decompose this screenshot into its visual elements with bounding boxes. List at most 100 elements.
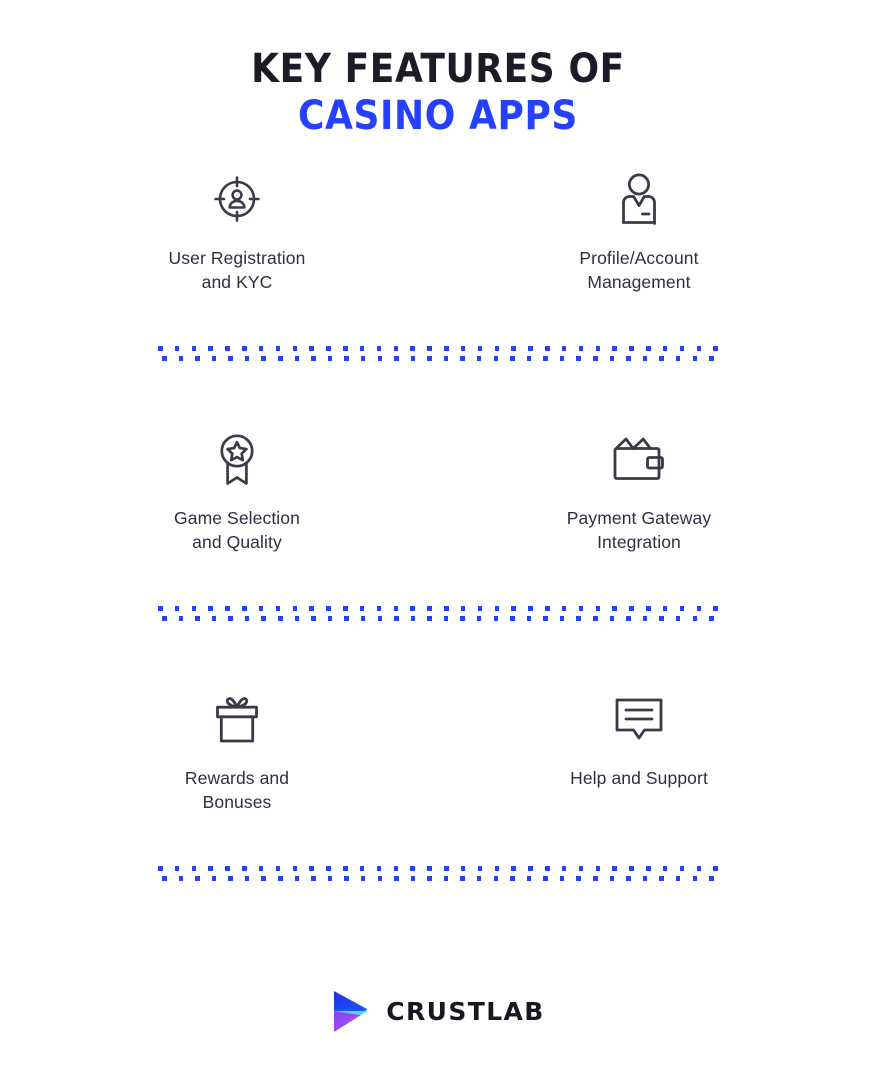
divider-dot: [477, 346, 483, 351]
divider-dot: [327, 876, 333, 881]
divider-dot: [593, 876, 598, 881]
divider-dot: [208, 346, 213, 351]
divider-dot: [696, 346, 701, 351]
divider-dot: [460, 346, 466, 351]
divider-dot: [662, 606, 668, 611]
divider-dot: [393, 346, 399, 351]
divider-dot: [343, 606, 348, 611]
divider-dot: [244, 356, 250, 361]
divider-dot: [609, 616, 615, 621]
divider-dot: [394, 616, 399, 621]
divider-dot: [460, 606, 466, 611]
speech-bubble-icon: [613, 686, 665, 752]
divider-dot: [609, 356, 615, 361]
divider-dot: [511, 346, 516, 351]
divider-dot: [393, 866, 399, 871]
divider-dot: [646, 606, 651, 611]
divider-dot: [326, 866, 331, 871]
divider-dot: [343, 346, 348, 351]
row-spacer: [0, 360, 876, 426]
divider-dot: [242, 346, 247, 351]
divider-dot: [646, 866, 651, 871]
divider-dot: [228, 876, 233, 881]
divider-dot: [158, 866, 163, 871]
divider-dot: [178, 876, 184, 881]
divider-dot: [258, 866, 264, 871]
divider-dot: [612, 606, 617, 611]
divider-dot: [626, 616, 631, 621]
divider-dot: [311, 616, 316, 621]
divider-dot: [595, 346, 601, 351]
divider-dot: [278, 876, 283, 881]
divider-dot: [427, 876, 432, 881]
divider-dot: [595, 866, 601, 871]
divider-dot: [327, 616, 333, 621]
divider-dot: [376, 606, 382, 611]
divider-dot: [377, 876, 383, 881]
divider-dot: [675, 876, 681, 881]
divider-dot: [326, 346, 331, 351]
row-spacer: [0, 554, 876, 606]
divider-dot: [593, 356, 598, 361]
dot-row: [158, 356, 718, 361]
divider-dot: [191, 606, 197, 611]
feature-row: Rewards and Bonuses Help and Support: [0, 686, 876, 814]
divider-dot: [443, 876, 449, 881]
divider-dot: [394, 356, 399, 361]
divider-dot: [626, 876, 631, 881]
divider-dot: [242, 606, 247, 611]
divider-dot: [576, 356, 581, 361]
divider-dot: [510, 356, 515, 361]
divider-dot: [162, 876, 167, 881]
feature-label: User Registration and KYC: [168, 248, 306, 293]
divider-dot: [543, 616, 548, 621]
divider-dot: [275, 866, 281, 871]
dot-row: [158, 866, 718, 871]
divider-dot: [360, 616, 366, 621]
divider-dot: [191, 866, 197, 871]
divider-dot: [211, 356, 217, 361]
divider-dot: [195, 616, 200, 621]
divider-dot: [444, 866, 449, 871]
divider-dot: [211, 876, 217, 881]
wallet-icon: [611, 426, 667, 492]
profile-person-badge-icon: [615, 166, 663, 232]
divider-dot: [311, 876, 316, 881]
divider-dot: [278, 356, 283, 361]
divider-dot: [679, 866, 685, 871]
divider-dot: [642, 356, 648, 361]
divider-dot: [709, 356, 714, 361]
dot-row: [158, 606, 718, 611]
feature-label: Game Selection and Quality: [174, 508, 300, 553]
feature-label: Payment Gateway Integration: [566, 508, 712, 553]
divider-dot: [494, 606, 500, 611]
divider-dot: [692, 876, 697, 881]
divider-dot: [494, 866, 500, 871]
divider-dot: [646, 346, 651, 351]
dotted-divider: [158, 866, 718, 881]
divider-dot: [261, 616, 266, 621]
divider-dot: [178, 616, 184, 621]
feature-row: Game Selection and Quality Payment Gatew…: [0, 426, 876, 554]
divider-dot: [493, 876, 499, 881]
divider-dot: [244, 616, 250, 621]
feature-label: Rewards and Bonuses: [184, 768, 290, 813]
gift-box-icon: [211, 686, 263, 752]
divider-dot: [659, 356, 664, 361]
divider-dot: [609, 876, 615, 881]
divider-dot: [292, 866, 298, 871]
divider-dot: [443, 356, 449, 361]
dot-row: [158, 616, 718, 621]
dot-row: [158, 346, 718, 351]
divider-dot: [360, 356, 366, 361]
divider-dot: [211, 616, 217, 621]
divider-dot: [595, 606, 601, 611]
feature-item-game-selection: Game Selection and Quality: [0, 426, 438, 554]
divider-dot: [460, 876, 465, 881]
divider-dot: [629, 866, 634, 871]
feature-label: Profile/Account Management: [579, 248, 699, 293]
divider-dot: [629, 606, 634, 611]
divider-dot: [208, 866, 213, 871]
divider-dot: [393, 606, 399, 611]
divider-dot: [526, 616, 532, 621]
